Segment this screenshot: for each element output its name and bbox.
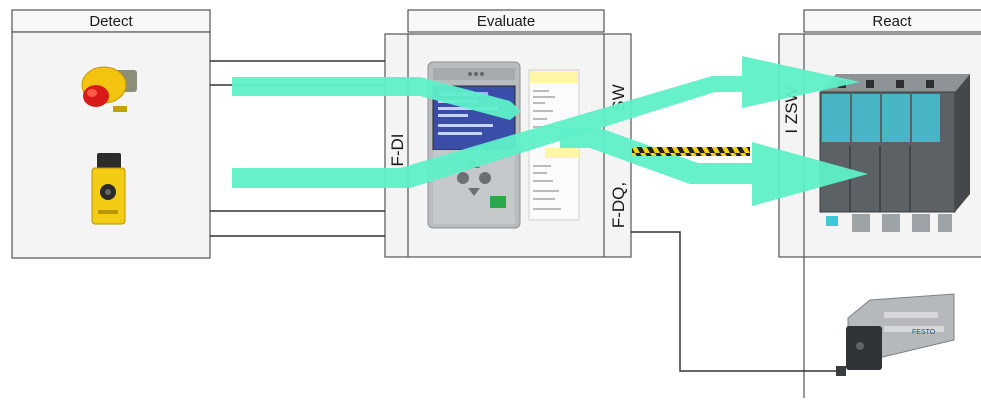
evaluate-header-box [407,9,605,33]
flow-arrow-estop [232,77,521,120]
react-title: React [872,13,912,30]
output-port-label: F-DQ, [609,182,628,228]
input-port-label: F-DI [388,133,407,166]
wire-valve [631,231,840,372]
react-column: React I ZSW [778,9,981,398]
svg-text:FESTO: FESTO [912,329,936,336]
emergency-stop-button-icon [81,66,137,112]
safety-bus-hatch [632,147,750,156]
detect-column: Detect [11,9,211,259]
pneumatic-valve-icon: FESTO [836,293,955,376]
detect-title: Detect [89,13,133,30]
flow-arrow-door-to-drive [232,56,860,188]
react-header-box [803,9,981,33]
evaluate-title: Evaluate [477,13,535,30]
status-word-label: I ZSW [782,86,801,133]
safety-door-switch-icon [91,153,126,225]
servo-drive-icon [819,74,970,232]
